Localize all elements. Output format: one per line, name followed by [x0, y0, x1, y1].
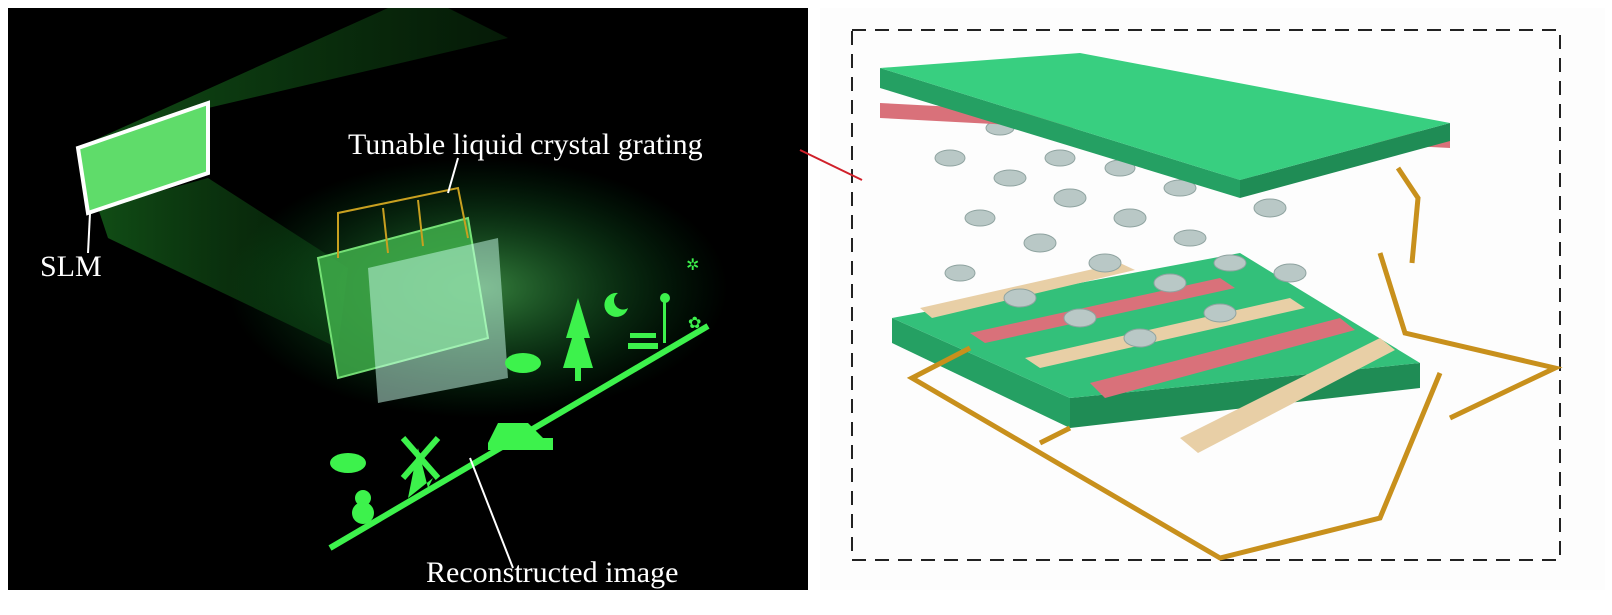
grating-glass — [368, 238, 508, 403]
top-substrate-side — [880, 68, 1240, 198]
slm-panel — [75, 100, 210, 216]
grating-label: Tunable liquid crystal grating — [348, 128, 703, 161]
svg-text:✿: ✿ — [688, 315, 701, 332]
reconstructed-pointer — [469, 457, 514, 569]
bottom-substrate — [892, 253, 1420, 398]
slm-label: SLM — [40, 250, 102, 283]
slm-pointer — [87, 212, 91, 254]
reconstructed-image-label: Reconstructed image — [426, 556, 679, 589]
grating-structure-panel — [820, 8, 1605, 590]
wiring — [906, 166, 1563, 561]
grating-wiring — [337, 186, 469, 258]
grating-pointer — [447, 157, 459, 194]
svg-text:✲: ✲ — [686, 257, 699, 274]
reconstructed-scene-icons: ✲ ✿ — [330, 257, 701, 524]
bottom-substrate-side — [892, 318, 1070, 428]
top-substrate — [880, 53, 1450, 180]
grating-exploded-view — [851, 29, 1563, 561]
display-schematic: ✲ ✿ — [75, 8, 728, 569]
holographic-display-panel: ✲ ✿ SLM Tunable liquid crystal grating R… — [8, 8, 808, 590]
zoom-dashed-box — [851, 29, 1561, 561]
